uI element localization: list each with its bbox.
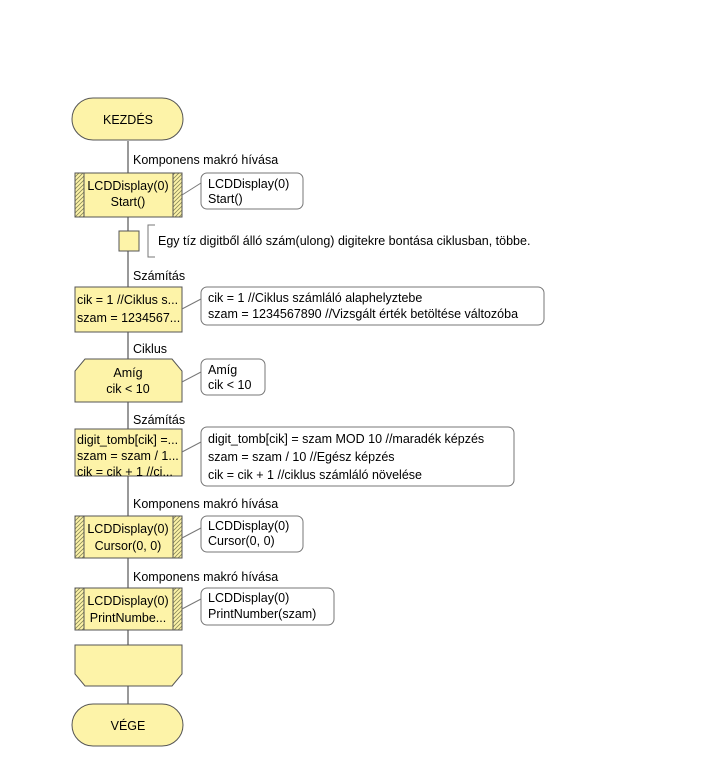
calc2-caption: Számítás [133,413,185,427]
calc2-box-line-2: szam = szam / 1... [77,449,179,463]
call3-macro-block[interactable]: LCDDisplay(0) PrintNumbe... [74,587,183,631]
call2-note-connector [181,527,202,539]
call3-caption: Komponens makró hívása [133,570,278,584]
comment-text: Egy tíz digitből álló szám(ulong) digite… [158,234,530,248]
call1-note-line-1: LCDDisplay(0) [208,177,289,191]
call3-note-line-1: LCDDisplay(0) [208,591,289,605]
calc2-note-connector [181,441,202,453]
calc1-box-line-2: szam = 1234567... [77,311,180,325]
calc2-note: digit_tomb[cik] = szam MOD 10 //maradék … [200,426,515,487]
call3-note: LCDDisplay(0) PrintNumber(szam) [200,587,335,626]
calc2-box-line-1: digit_tomb[cik] =... [77,433,178,447]
comment-block[interactable] [118,230,140,252]
call3-box-line-1: LCDDisplay(0) [87,594,168,608]
calc2-note-line-1: digit_tomb[cik] = szam MOD 10 //maradék … [208,432,484,446]
call1-note-line-2: Start() [208,192,243,206]
comment-bracket [147,224,155,258]
call1-caption: Komponens makró hívása [133,153,278,167]
end-terminator[interactable]: VÉGE [71,703,184,747]
call1-box-line-1: LCDDisplay(0) [87,179,168,193]
calc1-note-connector [181,298,202,310]
calc1-note: cik = 1 //Ciklus számláló alaphelyztebe … [200,286,545,326]
calc2-note-line-2: szam = szam / 10 //Egész képzés [208,450,395,464]
call2-note-line-1: LCDDisplay(0) [208,519,289,533]
loop-note: Amíg cik < 10 [200,358,266,396]
call1-note-connector [181,182,202,196]
call2-box-line-1: LCDDisplay(0) [87,522,168,536]
call2-caption: Komponens makró hívása [133,497,278,511]
loop-caption: Ciklus [133,342,167,356]
call2-note: LCDDisplay(0) Cursor(0, 0) [200,515,304,553]
call2-box-line-2: Cursor(0, 0) [95,539,162,553]
loop-box-line-2: cik < 10 [106,382,149,396]
call1-macro-block[interactable]: LCDDisplay(0) Start() [74,172,183,218]
call2-note-line-2: Cursor(0, 0) [208,534,275,548]
loop-block[interactable]: Amíg cik < 10 [74,358,183,403]
end-label: VÉGE [111,718,146,733]
loop-box-line-1: Amíg [113,366,142,380]
call1-box-line-2: Start() [111,195,146,209]
call3-note-line-2: PrintNumber(szam) [208,607,316,621]
loop-end-block[interactable] [74,644,183,687]
calc1-note-line-1: cik = 1 //Ciklus számláló alaphelyztebe [208,291,422,305]
calc1-box-line-1: cik = 1 //Ciklus s... [77,293,178,307]
call2-macro-block[interactable]: LCDDisplay(0) Cursor(0, 0) [74,515,183,559]
calc1-note-line-2: szam = 1234567890 //Vizsgált érték betöl… [208,307,518,321]
calc1-caption: Számítás [133,269,185,283]
loop-note-line-1: Amíg [208,363,237,377]
loop-note-line-2: cik < 10 [208,378,251,392]
calc2-note-line-3: cik = cik + 1 //ciklus számláló növelése [208,468,422,482]
calc2-box-line-3: cik = cik + 1 //ci... [77,465,173,479]
call3-note-connector [181,598,202,610]
loop-note-connector [181,371,202,383]
calc2-calculation-block[interactable]: digit_tomb[cik] =... szam = szam / 1... … [74,428,183,479]
call3-box-line-2: PrintNumbe... [90,611,166,625]
calc1-calculation-block[interactable]: cik = 1 //Ciklus s... szam = 1234567... [74,286,183,333]
start-label: KEZDÉS [103,112,153,127]
call1-note: LCDDisplay(0) Start() [200,172,304,210]
start-terminator[interactable]: KEZDÉS [71,97,184,141]
